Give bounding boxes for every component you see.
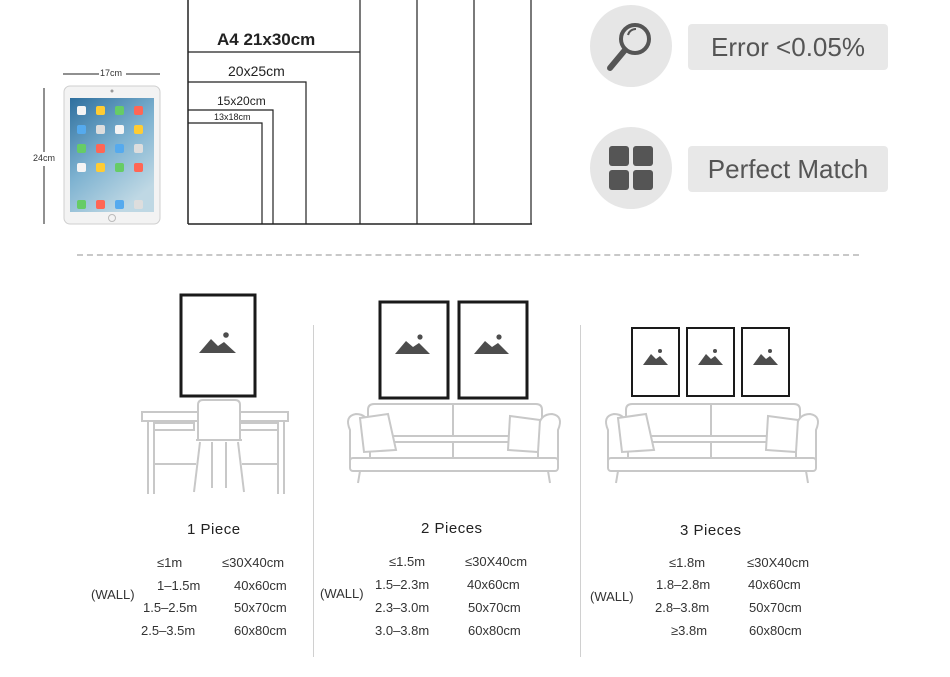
desk-and-chair <box>141 399 289 494</box>
frame-size: 50x70cm <box>749 600 802 615</box>
dock-icon <box>77 200 86 209</box>
app-icon <box>115 125 124 134</box>
wall-label: (WALL) <box>320 586 364 601</box>
frame <box>378 300 450 400</box>
app-icon <box>77 163 86 172</box>
app-icon <box>115 106 124 115</box>
ipad-height-label: 24cm <box>33 153 56 163</box>
match-badge: Perfect Match <box>688 146 888 192</box>
wall-range: 1.5–2.3m <box>375 577 430 592</box>
app-icon <box>77 125 86 134</box>
frame <box>179 293 257 398</box>
wall-range: ≥3.8m <box>671 623 708 638</box>
sofa <box>347 403 561 484</box>
frame <box>686 327 735 397</box>
two-pieces-title: 2 Pieces <box>421 520 483 537</box>
wall-range: 1–1.5m <box>157 578 201 593</box>
ipad-width-label: 17cm <box>100 68 123 78</box>
frame <box>457 300 529 400</box>
size-rectangles <box>187 0 532 225</box>
section-divider <box>77 254 859 256</box>
magnifier-badge <box>590 5 672 87</box>
wall-range: ≤1m <box>157 555 183 570</box>
wall-range: 1.5–2.5m <box>143 600 198 615</box>
column-divider-1 <box>313 325 314 657</box>
frame-size: 60x80cm <box>749 623 802 638</box>
app-icon <box>115 144 124 153</box>
frame-size: ≤30X40cm <box>465 554 528 569</box>
dock-icon <box>115 200 124 209</box>
one-piece-illustration <box>141 293 289 494</box>
column-divider-2 <box>580 325 581 657</box>
wall-range: 1.8–2.8m <box>656 577 711 592</box>
wall-range: ≤1.5m <box>389 554 426 569</box>
app-icon <box>77 106 86 115</box>
dock-icon <box>134 200 143 209</box>
sofa <box>605 403 819 484</box>
app-icon <box>96 125 105 134</box>
frame-size: 60x80cm <box>234 623 287 638</box>
frame-size: ≤30X40cm <box>222 555 285 570</box>
size-15x20-label: 15x20cm <box>217 94 266 108</box>
frame-size: 40x60cm <box>748 577 801 592</box>
ipad-image <box>43 73 161 225</box>
grid-badge <box>590 127 672 209</box>
frame <box>741 327 790 397</box>
app-icon <box>134 163 143 172</box>
app-icon <box>134 144 143 153</box>
app-icon <box>77 144 86 153</box>
frame-size: 40x60cm <box>467 577 520 592</box>
error-badge: Error <0.05% <box>688 24 888 70</box>
one-piece-title: 1 Piece <box>187 521 241 538</box>
wall-range: 2.3–3.0m <box>375 600 430 615</box>
frame-size: 60x80cm <box>468 623 521 638</box>
size-a4-label: A4 21x30cm <box>217 30 316 49</box>
wall-range: 3.0–3.8m <box>375 623 430 638</box>
three-pieces-title: 3 Pieces <box>680 522 742 539</box>
app-icon <box>115 163 124 172</box>
size-13x18-label: 13x18cm <box>214 112 251 122</box>
grid-icon <box>609 146 653 190</box>
frame-size: 50x70cm <box>468 600 521 615</box>
wall-range: 2.5–3.5m <box>141 623 196 638</box>
two-pieces-illustration <box>347 300 561 484</box>
three-pieces-illustration <box>605 327 819 484</box>
dock-icon <box>96 200 105 209</box>
frame-size: ≤30X40cm <box>747 555 810 570</box>
frame-size: 40x60cm <box>234 578 287 593</box>
magnifier-icon <box>607 23 651 71</box>
app-icon <box>134 125 143 134</box>
wall-label: (WALL) <box>590 589 634 604</box>
app-icon <box>134 106 143 115</box>
frame <box>631 327 680 397</box>
frame-size: 50x70cm <box>234 600 287 615</box>
wall-range: 2.8–3.8m <box>655 600 710 615</box>
app-icon <box>96 163 105 172</box>
size-20x25-label: 20x25cm <box>228 63 285 79</box>
app-icon <box>96 106 105 115</box>
app-icon <box>96 144 105 153</box>
wall-range: ≤1.8m <box>669 555 706 570</box>
wall-label: (WALL) <box>91 587 135 602</box>
